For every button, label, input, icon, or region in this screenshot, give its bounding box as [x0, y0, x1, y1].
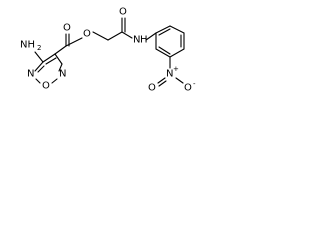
bond-nitro-o2 [175, 77, 184, 84]
bond-camide-n [121, 31, 133, 39]
ring-n-left-label: N [27, 69, 34, 80]
bond-c3-c4 [42, 53, 56, 63]
bond-nitro-o1 [157, 77, 166, 84]
nitro-plus-label: + [173, 65, 179, 73]
amine-subscript: 2 [37, 44, 41, 52]
bond-ar-in1 [158, 28, 171, 36]
nitro-o-left-label: O [148, 83, 156, 94]
nitro-minus-label: - [193, 80, 196, 88]
molecule-drawing: NH 2 N N O O O O N H N + O O - [20, 7, 196, 94]
bond-c-oester [65, 37, 83, 47]
ring-n-right-label: N [59, 69, 66, 80]
ester-o-label: O [83, 29, 91, 40]
bond-ar-1 [155, 25, 171, 34]
bond-c3-n [54, 53, 63, 65]
bond-c3-c4-inner [45, 57, 57, 65]
nitro-n-label: N [166, 69, 173, 80]
carbonyl-o-label: O [63, 23, 71, 34]
amide-n-label: N [133, 35, 140, 46]
bond-ch2-camide [107, 31, 123, 41]
bond-c4-nh2 [34, 51, 44, 63]
bond-ar-in3 [158, 46, 171, 55]
bond-nitro-o1b [158, 80, 167, 87]
bond-ar-4 [169, 48, 185, 58]
bond-c3-ccarbonyl [54, 45, 67, 55]
bond-oester-ch2 [92, 31, 109, 41]
bond-n2-c4 [34, 61, 44, 72]
amine-label: NH [20, 40, 35, 51]
nitro-o-right-label: O [184, 83, 192, 94]
bond-ar-2 [169, 25, 185, 34]
bond-n-o [51, 78, 58, 84]
bond-ar-5 [155, 48, 171, 58]
structure-diagram: NH 2 N N O O O O N H N + O O - [0, 0, 215, 99]
amide-o-label: O [119, 7, 127, 18]
bond-o-n2 [35, 78, 41, 84]
bond-n2-c4-inner [37, 65, 45, 73]
bond-c3-n-dbl [58, 63, 63, 72]
ring-o-label: O [42, 81, 50, 92]
bond-n-aryl [145, 32, 157, 41]
amide-h-label: H [140, 35, 148, 46]
